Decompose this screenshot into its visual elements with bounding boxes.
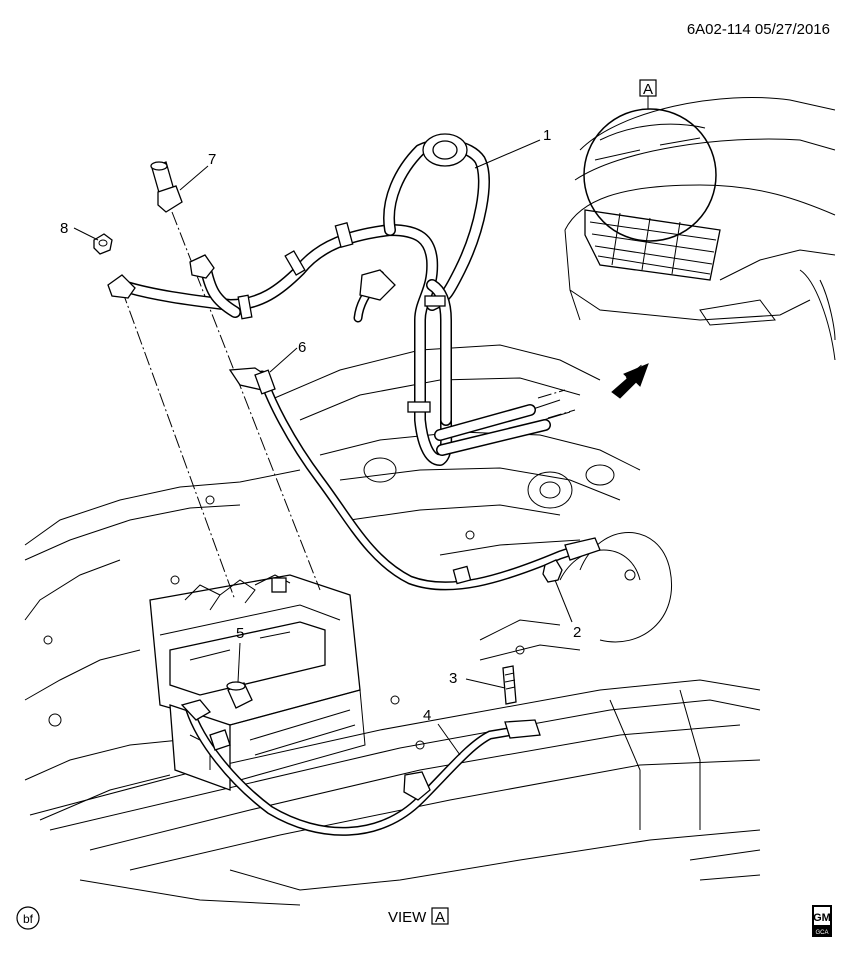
callout-2: 2: [573, 624, 581, 641]
fuse-block-assembly: [149, 574, 366, 791]
callout-labels: 1 2 3 4 5 6 7 8: [60, 127, 581, 724]
front-direction-indicator: FRT: [611, 363, 649, 399]
battery-cables: [107, 133, 601, 836]
corner-mark-text: bf: [23, 912, 34, 926]
leader-lines: [73, 139, 573, 756]
callout-4: 4: [423, 707, 431, 724]
callout-8: 8: [60, 220, 68, 237]
diagram-reference-header: 6A02-114 05/27/2016: [687, 21, 830, 38]
front-view-inset: A: [564, 79, 836, 361]
part-5-cap: [226, 681, 253, 709]
part-8-nut: [93, 233, 113, 255]
part-7-terminal: [150, 161, 183, 213]
gm-logo: GM GCA: [812, 905, 832, 937]
callout-3: 3: [449, 670, 457, 687]
gm-logo-text: GM: [813, 912, 831, 924]
gm-logo-subtext: GCA: [815, 930, 828, 936]
corner-mark: bf: [16, 906, 40, 930]
view-caption-letter: A: [435, 909, 445, 926]
part-3-stud: [502, 665, 517, 705]
part-2-nut: [542, 559, 563, 583]
callout-1: 1: [543, 127, 551, 144]
view-caption: VIEW A: [388, 907, 449, 926]
callout-5: 5: [236, 625, 244, 642]
view-reference-letter: A: [643, 81, 653, 98]
callout-6: 6: [298, 339, 306, 356]
callout-7: 7: [208, 151, 216, 168]
alignment-dashed-lines: [121, 211, 576, 601]
view-caption-text: VIEW: [388, 909, 427, 926]
